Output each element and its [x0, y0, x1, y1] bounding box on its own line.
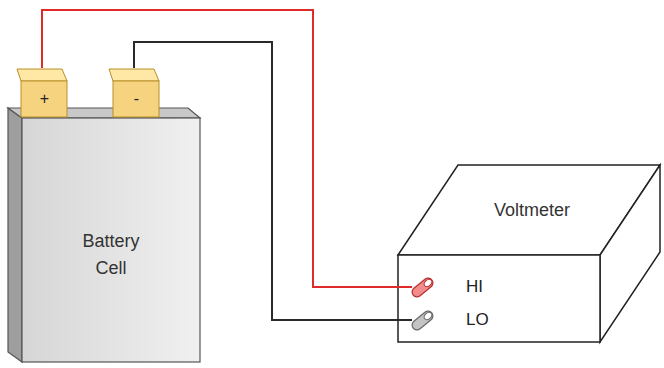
node-text: HI	[466, 277, 483, 297]
voltmeter: VoltmeterHI LO	[398, 165, 660, 342]
jack-symbol	[410, 275, 438, 299]
node-text: Battery Cell	[70, 228, 152, 282]
battery-terminal: +	[16, 66, 68, 118]
battery-terminal: -	[108, 66, 160, 118]
jack-symbol	[410, 308, 438, 332]
jack-end	[423, 311, 433, 321]
node-text: Voltmeter	[494, 199, 570, 221]
voltmeter-side	[600, 165, 660, 342]
jack-end	[423, 278, 433, 288]
battery-side	[8, 108, 22, 362]
terminal-top	[17, 69, 67, 81]
node-text: LO	[466, 310, 489, 330]
battery-cell: Battery Cell	[22, 118, 200, 362]
node-text: -	[113, 90, 160, 108]
wire	[134, 42, 412, 320]
voltmeter-front	[398, 255, 600, 342]
node-text: +	[21, 90, 68, 108]
input-jack: HI	[410, 275, 487, 299]
input-jack: LO	[410, 308, 493, 332]
terminal-front	[113, 81, 159, 117]
wire	[42, 10, 412, 287]
battery-front	[22, 118, 200, 362]
terminal-top	[109, 69, 159, 81]
terminal-front	[21, 81, 67, 117]
